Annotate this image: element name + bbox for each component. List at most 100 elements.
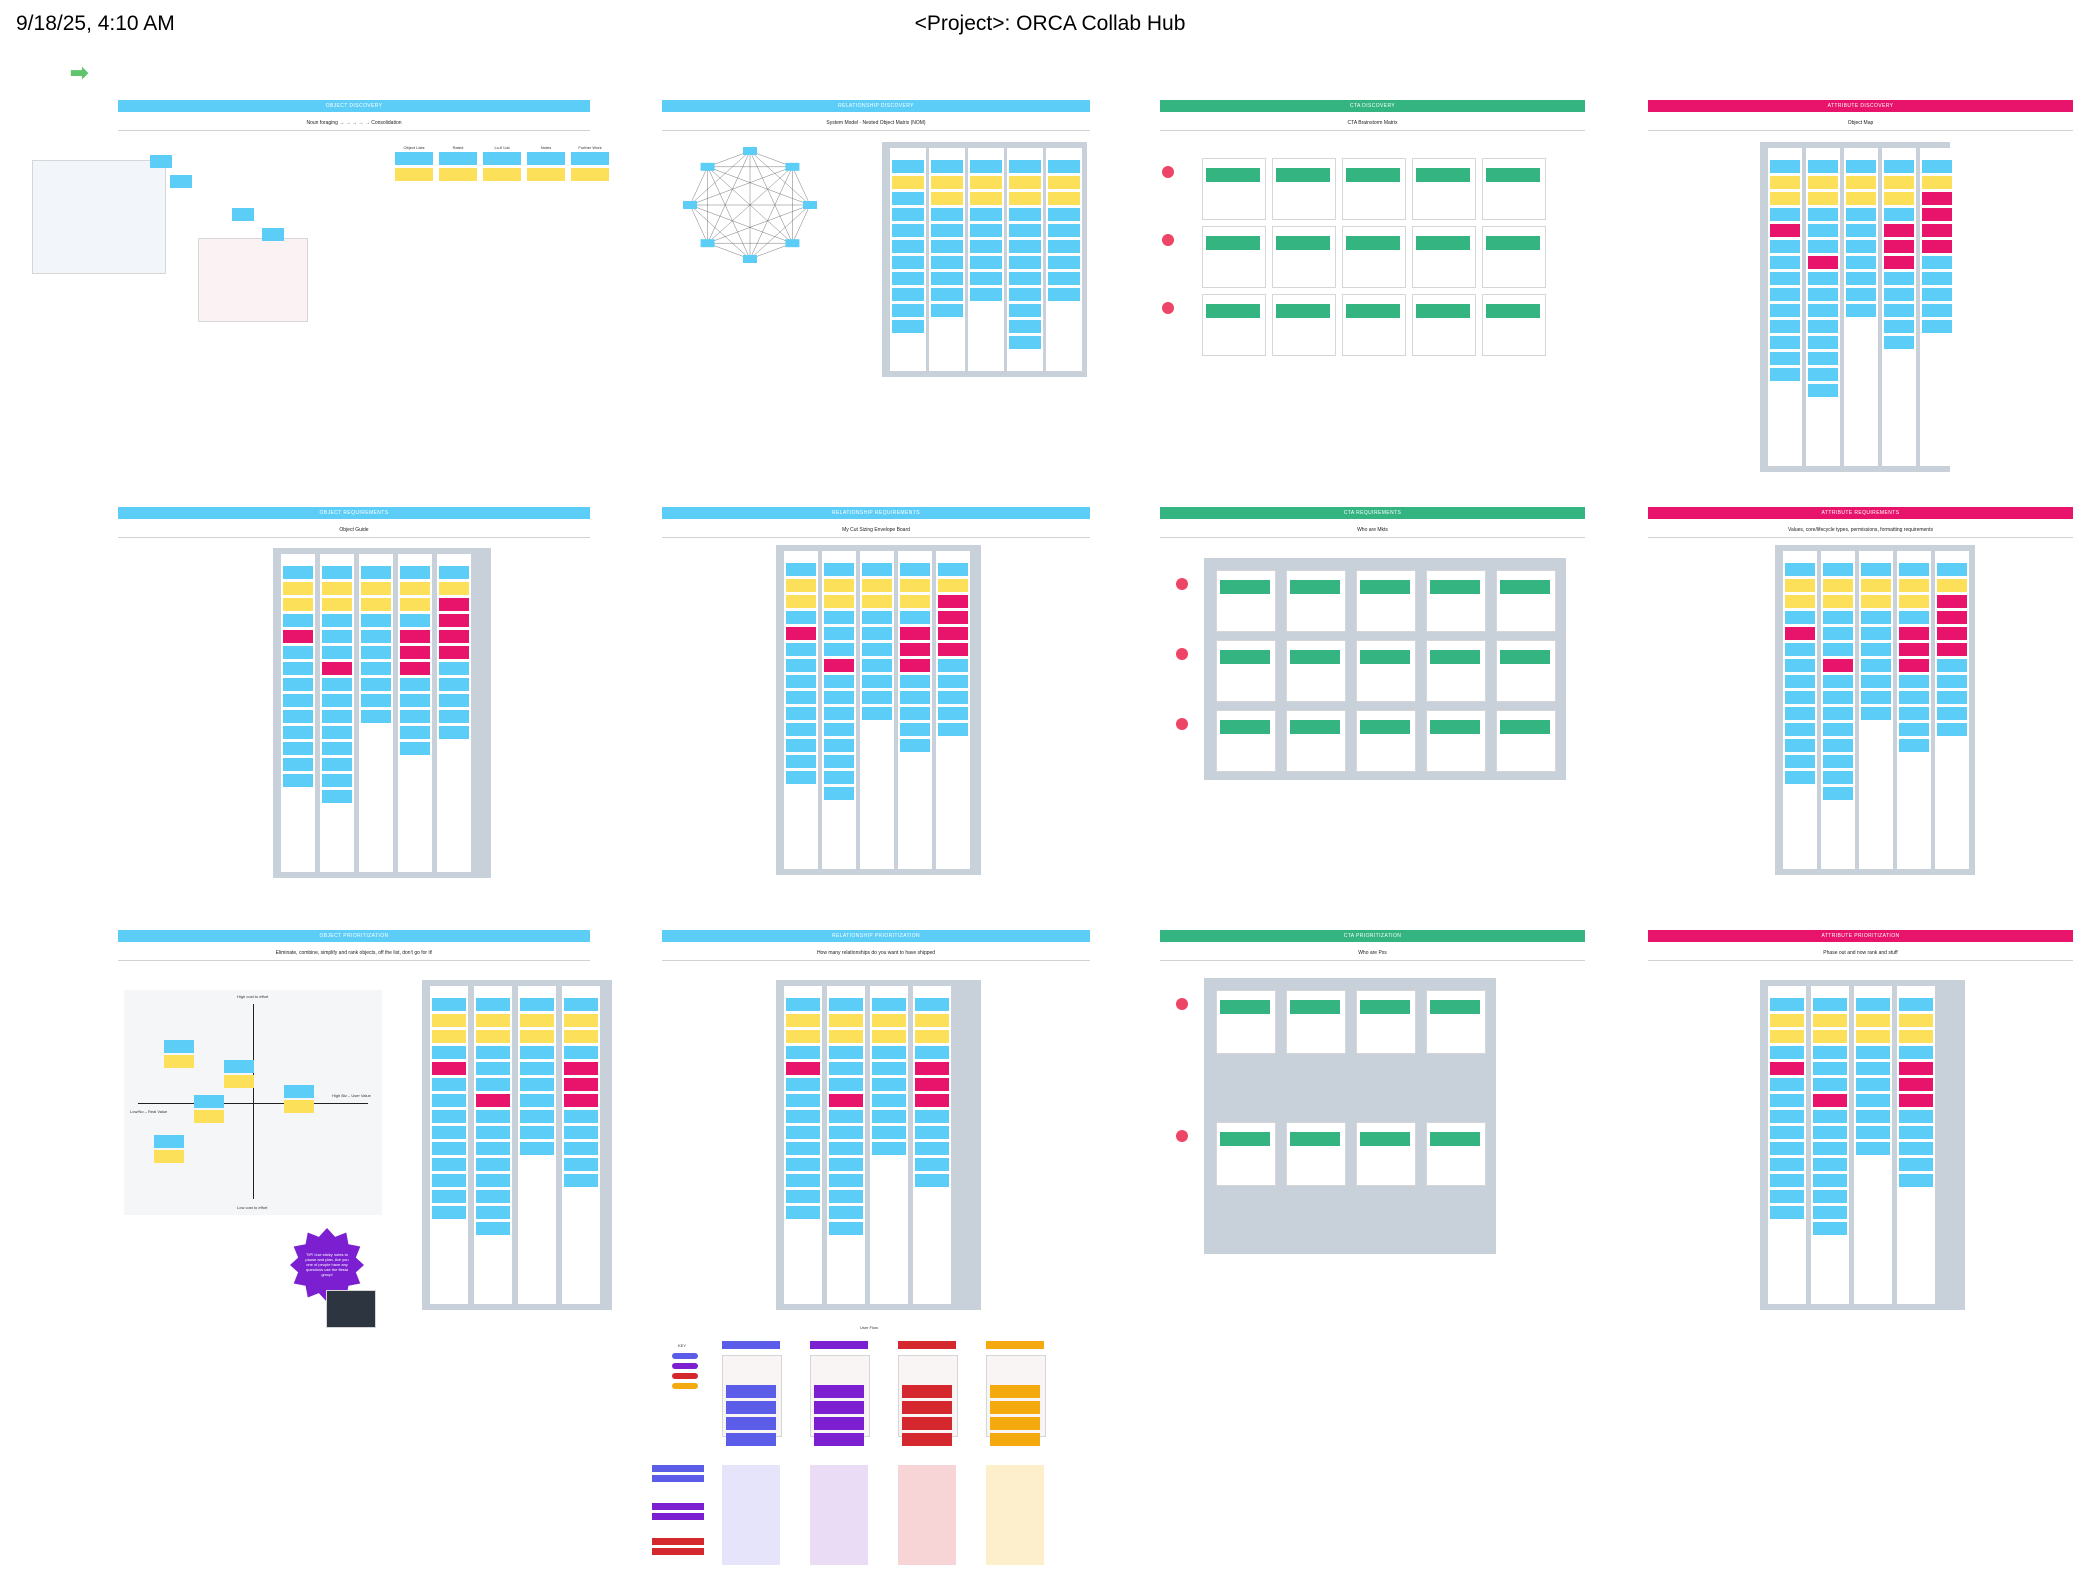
user-flow-key-step[interactable] — [652, 1475, 704, 1482]
sticky-note[interactable] — [1899, 643, 1929, 656]
sticky-note[interactable] — [283, 566, 313, 579]
sticky-note[interactable] — [1884, 256, 1914, 269]
sticky-note[interactable] — [439, 614, 469, 627]
sticky-note[interactable] — [476, 1014, 510, 1027]
sticky-note[interactable] — [915, 1126, 949, 1139]
sticky-note[interactable] — [1937, 579, 1967, 592]
priority-sticky[interactable] — [284, 1085, 314, 1098]
sticky-note[interactable] — [1922, 192, 1952, 205]
sticky-note[interactable] — [520, 1014, 554, 1027]
sticky-note[interactable] — [476, 998, 510, 1011]
sticky-note[interactable] — [283, 614, 313, 627]
sticky-note[interactable] — [1937, 675, 1967, 688]
sticky-note[interactable] — [938, 579, 968, 592]
sticky-note[interactable] — [400, 678, 430, 691]
cta-card[interactable] — [1360, 1132, 1410, 1146]
sticky-note[interactable] — [892, 224, 924, 237]
user-flow-step[interactable] — [902, 1417, 952, 1430]
sticky-note[interactable] — [786, 739, 816, 752]
sticky-note[interactable] — [432, 1190, 466, 1203]
sticky-note[interactable] — [786, 1158, 820, 1171]
cta-card[interactable] — [1220, 1132, 1270, 1146]
sticky-note[interactable] — [1823, 739, 1853, 752]
sticky-note[interactable] — [1770, 224, 1800, 237]
sticky-note[interactable] — [432, 1046, 466, 1059]
sticky-note[interactable] — [829, 1174, 863, 1187]
cta-card[interactable] — [1276, 236, 1330, 250]
sticky-note[interactable] — [786, 611, 816, 624]
arrow-right-icon[interactable]: ➡ — [70, 60, 89, 85]
sticky-note[interactable] — [432, 998, 466, 1011]
sticky-note[interactable] — [900, 739, 930, 752]
cta-card[interactable] — [1360, 1000, 1410, 1014]
sticky-note[interactable] — [1770, 1094, 1804, 1107]
sticky-note[interactable] — [520, 1062, 554, 1075]
cta-card[interactable] — [1206, 168, 1260, 182]
sticky-note[interactable] — [829, 998, 863, 1011]
sticky-note[interactable] — [476, 1206, 510, 1219]
sticky-note[interactable] — [1770, 998, 1804, 1011]
sticky-note[interactable] — [1813, 1174, 1847, 1187]
cta-card[interactable] — [1430, 1132, 1480, 1146]
sticky-note[interactable] — [915, 1030, 949, 1043]
sticky-note[interactable] — [432, 1142, 466, 1155]
sticky-note[interactable] — [824, 659, 854, 672]
sticky-note[interactable] — [931, 160, 963, 173]
sticky-note[interactable] — [1899, 1078, 1933, 1091]
sticky-note[interactable] — [900, 627, 930, 640]
sticky-note[interactable] — [1846, 272, 1876, 285]
user-flow-key-step[interactable] — [652, 1548, 704, 1555]
sticky-note[interactable] — [322, 694, 352, 707]
sticky-note[interactable] — [824, 787, 854, 800]
sticky-note[interactable] — [283, 646, 313, 659]
sticky-note[interactable] — [1899, 707, 1929, 720]
priority-sticky[interactable] — [164, 1055, 194, 1068]
sticky-note[interactable] — [1048, 192, 1080, 205]
sticky-note[interactable] — [1770, 176, 1800, 189]
sticky-note[interactable] — [892, 304, 924, 317]
sticky-note[interactable] — [432, 1014, 466, 1027]
user-flow-step[interactable] — [726, 1385, 776, 1398]
sticky-note[interactable] — [1922, 304, 1952, 317]
noun-sticky[interactable] — [150, 155, 172, 168]
sticky-note[interactable] — [1899, 1158, 1933, 1171]
cta-card[interactable] — [1360, 650, 1410, 664]
sticky-note[interactable] — [1884, 336, 1914, 349]
sticky-note[interactable] — [1937, 563, 1967, 576]
sticky-note[interactable] — [361, 710, 391, 723]
sticky-note[interactable] — [824, 643, 854, 656]
sticky-note[interactable] — [1770, 1046, 1804, 1059]
user-flow-lane-header[interactable] — [986, 1341, 1044, 1349]
sticky-note[interactable] — [1922, 240, 1952, 253]
sticky-note[interactable] — [786, 1046, 820, 1059]
sticky-note[interactable] — [1861, 643, 1891, 656]
sticky-note[interactable] — [900, 675, 930, 688]
user-flow-step[interactable] — [990, 1433, 1040, 1446]
sticky-note[interactable] — [829, 1158, 863, 1171]
sticky-note[interactable] — [1937, 707, 1967, 720]
sticky-note[interactable] — [892, 208, 924, 221]
sticky-note[interactable] — [1048, 272, 1080, 285]
sticky-note[interactable] — [915, 1078, 949, 1091]
sticky-note[interactable] — [1770, 1110, 1804, 1123]
cta-card[interactable] — [1360, 580, 1410, 594]
sticky-note[interactable] — [1048, 176, 1080, 189]
sticky-note[interactable] — [892, 256, 924, 269]
sticky-note[interactable] — [872, 1014, 906, 1027]
sticky-note[interactable] — [1856, 1014, 1890, 1027]
user-flow-lane-header[interactable] — [722, 1341, 780, 1349]
sticky-note[interactable] — [1861, 707, 1891, 720]
sticky-note[interactable] — [1808, 224, 1838, 237]
sticky-note[interactable] — [439, 598, 469, 611]
sticky-note[interactable] — [892, 320, 924, 333]
sticky-note[interactable] — [1846, 160, 1876, 173]
sticky-note[interactable] — [476, 1142, 510, 1155]
sticky-note[interactable] — [872, 1030, 906, 1043]
sticky-note[interactable] — [283, 774, 313, 787]
cta-card[interactable] — [1206, 304, 1260, 318]
video-thumbnail[interactable] — [326, 1290, 376, 1328]
sticky-note[interactable] — [824, 675, 854, 688]
sticky-note[interactable] — [786, 755, 816, 768]
sticky-note[interactable] — [1813, 998, 1847, 1011]
sticky-note[interactable] — [1899, 595, 1929, 608]
